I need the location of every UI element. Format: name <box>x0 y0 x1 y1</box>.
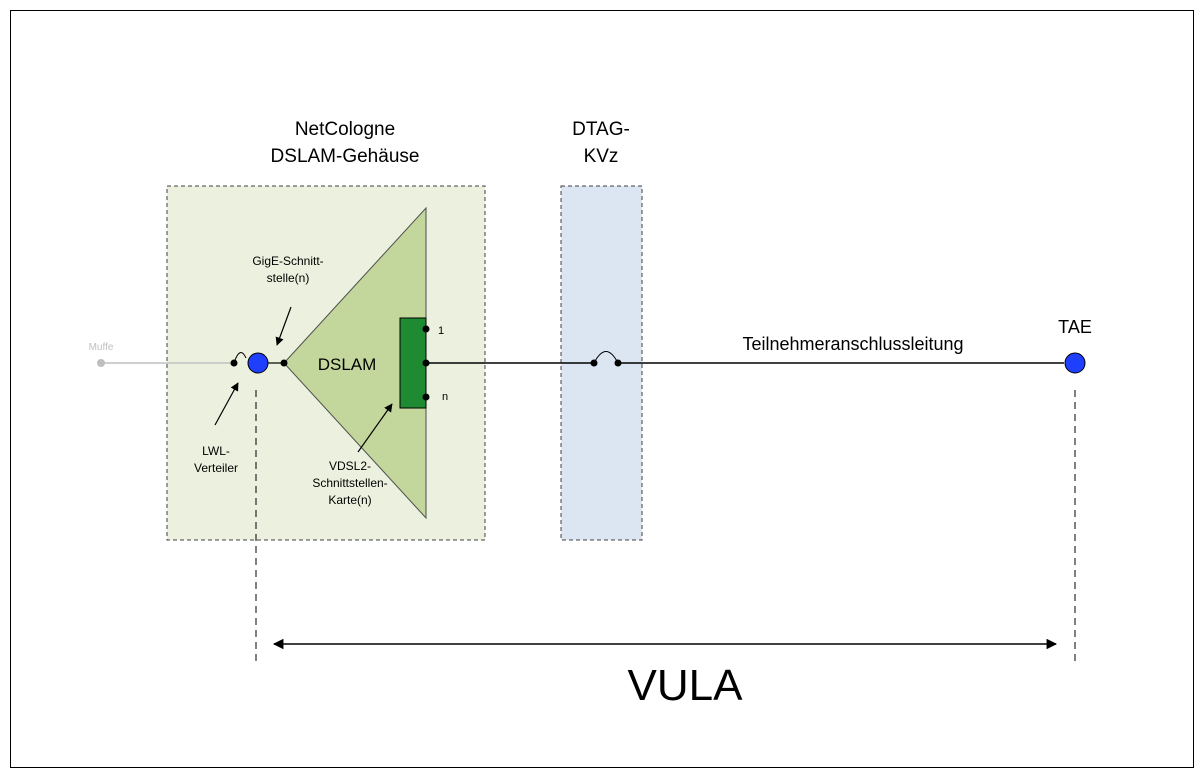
vula-label: VULA <box>628 661 744 710</box>
vdsl2-label-line2: Schnittstellen- <box>312 476 387 490</box>
port-dot-n <box>422 393 430 401</box>
dtag-kvz-title-line1: DTAG- <box>572 119 630 140</box>
tae-label: TAE <box>1058 317 1092 337</box>
netcologne-title-line1: NetCologne <box>295 119 395 140</box>
gige-arrow <box>275 306 292 346</box>
gige-label-line2: stelle(n) <box>267 271 310 285</box>
netcologne-title-line2: DSLAM-Gehäuse <box>271 146 420 167</box>
port-label-1: 1 <box>438 325 444 337</box>
port-label-n: n <box>442 391 448 403</box>
dslam-label: DSLAM <box>318 355 377 374</box>
vdsl2-arrow <box>357 403 393 453</box>
muffe-label: Muffe <box>89 342 114 353</box>
lwl-label-line1: LWL- <box>202 444 230 458</box>
vdsl2-card <box>399 317 427 409</box>
lwl-node <box>247 352 269 374</box>
lwl-patch-loop <box>233 352 247 364</box>
lwl-arrow <box>214 382 239 426</box>
vdsl2-label-line3: Karte(n) <box>328 493 371 507</box>
vdsl2-label-line1: VDSL2- <box>329 459 371 473</box>
tae-node <box>1064 352 1086 374</box>
kvz-patch-loop <box>593 351 619 364</box>
subscriber-line-label: Teilnehmeranschlussleitung <box>742 334 963 354</box>
gige-label-line1: GigE-Schnitt- <box>252 254 323 268</box>
lwl-label-line2: Verteiler <box>194 461 238 475</box>
dtag-kvz-title-line2: KVz <box>584 146 619 167</box>
gige-dot <box>280 359 288 367</box>
port-dot-1 <box>422 325 430 333</box>
